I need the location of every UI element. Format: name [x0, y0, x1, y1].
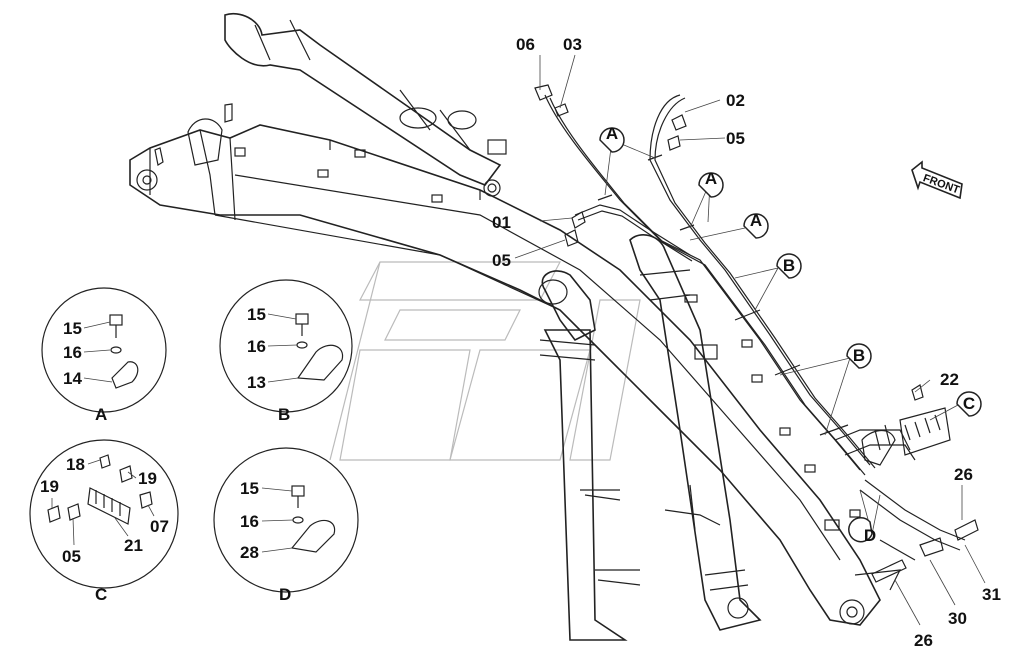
bolt-icon [291, 485, 305, 508]
marker-b-2-label: B [853, 346, 865, 365]
washer-icon [296, 341, 308, 349]
detail-c-part-19-right: 19 [138, 469, 157, 488]
detail-c-part-19-left: 19 [40, 477, 59, 496]
marker-c: C [956, 391, 982, 417]
leader-lines [514, 54, 986, 626]
detail-c-part-07: 07 [150, 517, 169, 536]
washer-icon [110, 346, 122, 354]
callout-30: 30 [948, 609, 967, 628]
marker-a-3: A [743, 211, 769, 239]
fitting-icon [67, 503, 81, 521]
marker-b-1: B [776, 253, 802, 279]
marker-a-2-label: A [705, 169, 717, 188]
marker-a-3-label: A [750, 211, 762, 230]
marker-a-1: A [599, 124, 625, 153]
detail-c-title: C [95, 585, 107, 604]
detail-a-part-15: 15 [63, 319, 82, 338]
marker-c-label: C [963, 394, 975, 413]
callout-31: 31 [982, 585, 1001, 604]
detail-b: 15 16 13 B [219, 279, 353, 424]
marker-a-1-label: A [606, 124, 618, 143]
fitting-icon [119, 465, 133, 483]
detail-d: 15 16 28 D [213, 447, 359, 604]
clamp-icon [296, 344, 344, 381]
callout-02: 02 [726, 91, 745, 110]
bolt-icon [295, 313, 309, 336]
reference-markers: A A A B B C D [599, 124, 982, 545]
callout-26-bottom: 26 [914, 631, 933, 650]
bolt-icon [109, 314, 123, 338]
detail-b-part-16: 16 [247, 337, 266, 356]
detail-a-part-16: 16 [63, 343, 82, 362]
fitting-icon [47, 505, 61, 523]
detail-a: 15 16 14 A [41, 287, 167, 424]
detail-c: 18 19 19 07 05 21 C [29, 439, 179, 604]
detail-b-part-15: 15 [247, 305, 266, 324]
callout-05-lower: 05 [492, 251, 511, 270]
front-direction-arrow: FRONT [911, 160, 963, 200]
callout-22: 22 [940, 370, 959, 389]
watermark-logo [329, 261, 641, 461]
marker-a-2: A [698, 169, 724, 198]
detail-a-part-14: 14 [63, 369, 82, 388]
callout-05-upper: 05 [726, 129, 745, 148]
detail-c-part-18: 18 [66, 455, 85, 474]
detail-d-part-15: 15 [240, 479, 259, 498]
clamp-icon [111, 361, 139, 389]
callout-06: 06 [516, 35, 535, 54]
callout-01: 01 [492, 213, 511, 232]
manifold-block-icon [87, 487, 131, 525]
detail-a-title: A [95, 405, 107, 424]
marker-d-label: D [864, 526, 876, 545]
detail-c-part-21: 21 [124, 536, 143, 555]
boom-structure [129, 13, 902, 641]
fitting-icon [139, 491, 153, 509]
marker-b-2: B [846, 343, 872, 369]
marker-b-1-label: B [783, 256, 795, 275]
callout-03: 03 [563, 35, 582, 54]
washer-icon [292, 516, 304, 524]
detail-d-part-28: 28 [240, 543, 259, 562]
callout-26-right: 26 [954, 465, 973, 484]
detail-b-part-13: 13 [247, 373, 266, 392]
marker-d: D [848, 516, 876, 545]
detail-b-title: B [278, 405, 290, 424]
detail-d-title: D [279, 585, 291, 604]
hydraulic-piping [534, 84, 979, 583]
part-callouts: 06 03 02 05 01 05 22 26 31 30 26 [492, 35, 1001, 650]
fitting-icon [99, 454, 111, 469]
detail-d-part-16: 16 [240, 512, 259, 531]
clamp-icon [290, 519, 336, 553]
detail-c-part-05: 05 [62, 547, 81, 566]
